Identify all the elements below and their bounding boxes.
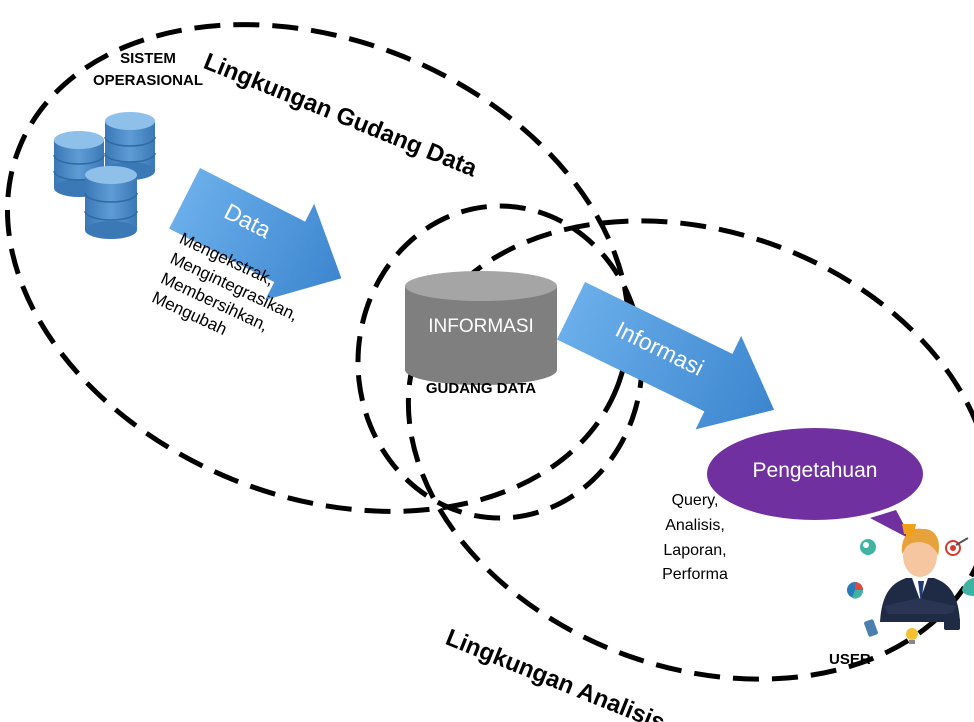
gudang-data-label: GUDANG DATA: [425, 380, 537, 397]
pengetahuan-speech-bubble: [707, 428, 923, 540]
target-icon: [945, 537, 969, 556]
phone-icon: [864, 619, 878, 637]
pengetahuan-label: Pengetahuan: [752, 459, 878, 482]
briefcase-icon: [944, 613, 960, 630]
query-analisis-label: Query, Analisis, Laporan, Performa: [662, 492, 728, 584]
data-arrow: [169, 168, 342, 300]
leaf-icon: [962, 578, 974, 596]
analisis-environment-boundary: [405, 218, 974, 682]
pie-chart-icon: [847, 582, 864, 599]
database-icon: [104, 112, 156, 180]
trophy-icon: [902, 524, 916, 538]
brain-icon: [860, 539, 876, 555]
database-icon: [84, 166, 138, 239]
lightbulb-icon: [906, 628, 918, 644]
user-label: USER: [829, 651, 871, 668]
informasi-db-label: INFORMASI: [428, 316, 534, 337]
gudang-data-database-icon: [405, 271, 557, 385]
gudang-data-environment-boundary: [4, 22, 632, 514]
sistem-operasional-label: SISTEM OPERASIONAL: [92, 50, 203, 89]
database-stack-icon: [53, 112, 156, 239]
informasi-arrow: [556, 282, 775, 430]
